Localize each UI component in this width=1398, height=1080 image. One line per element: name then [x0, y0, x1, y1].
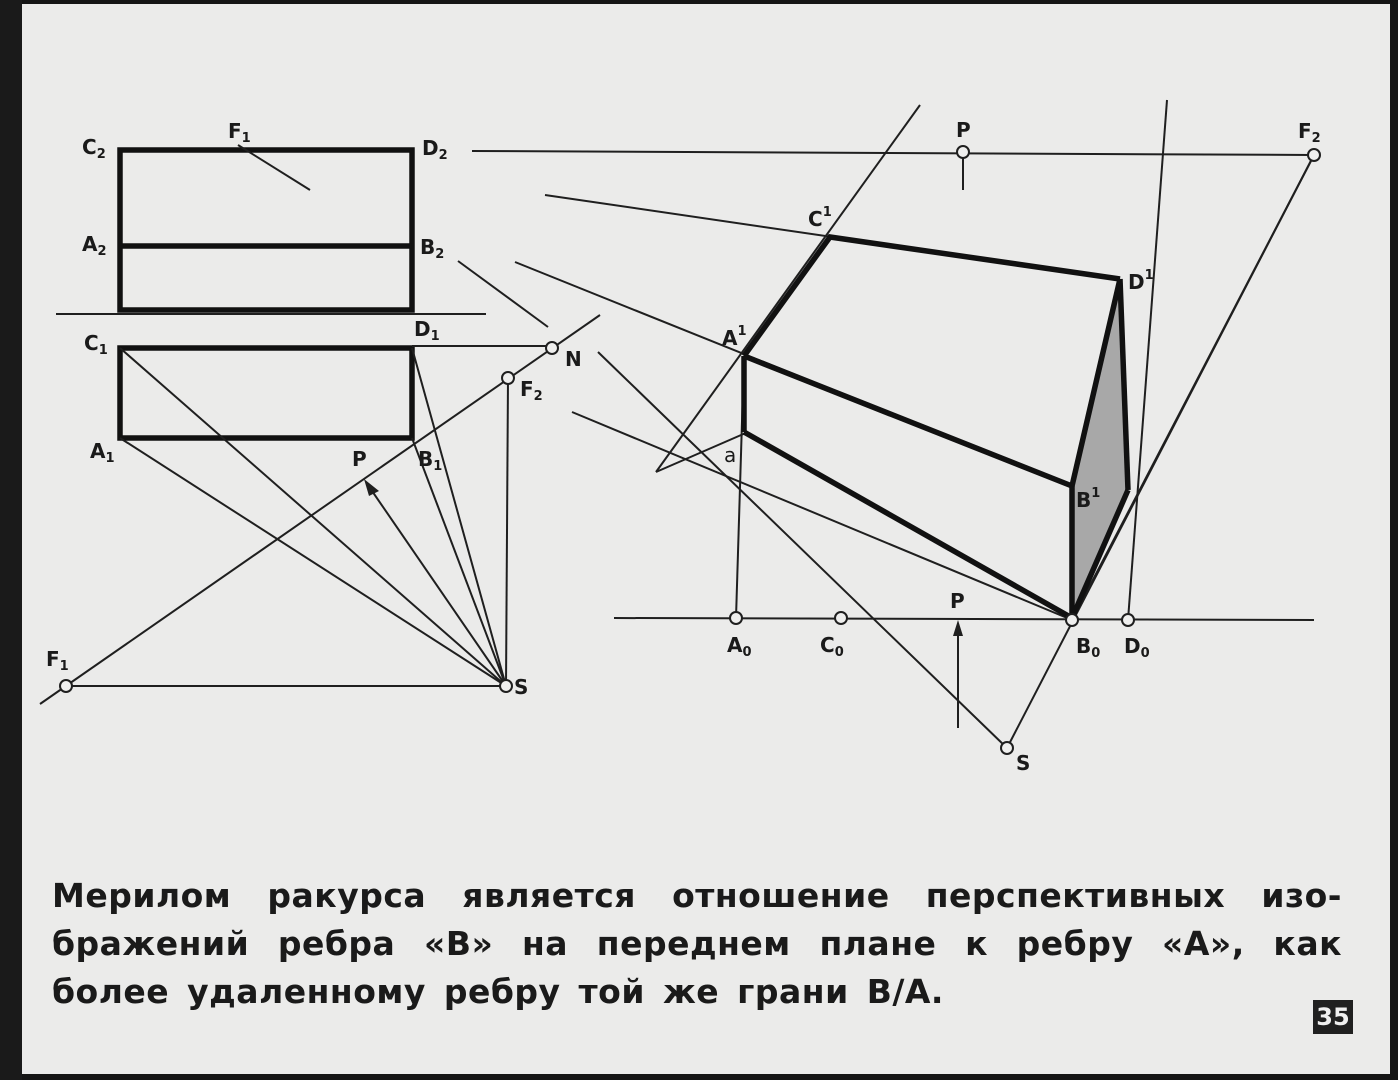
- label-F1-left: F1: [46, 647, 69, 674]
- label-P-right: P: [950, 589, 965, 613]
- point-N: [545, 341, 559, 355]
- base-line: [613, 617, 1315, 621]
- labels: C2 F1 D2 A2 B2 C1 D1 A1 B1 P N F2 F1 S P…: [46, 118, 1321, 775]
- label-D1: D1: [414, 317, 440, 344]
- label-S-right: S: [1016, 751, 1030, 775]
- label-D-prime: D1: [1128, 268, 1154, 294]
- point-F2-left: [501, 371, 515, 385]
- label-B2: B2: [420, 235, 444, 262]
- point-B0: [1065, 613, 1079, 627]
- label-B1: B1: [418, 447, 442, 474]
- point-A0: [729, 611, 743, 625]
- label-D0: D0: [1124, 634, 1150, 661]
- point-S-left: [499, 679, 513, 693]
- arrow-P-left: [364, 479, 507, 687]
- page-number: 35: [1313, 1000, 1353, 1034]
- label-B0: B0: [1076, 634, 1100, 661]
- front-view-rectangle: [117, 147, 415, 313]
- label-C0: C0: [820, 633, 844, 660]
- label-S-left: S: [514, 675, 528, 699]
- front-view: [117, 144, 415, 313]
- label-D2: D2: [422, 136, 448, 163]
- caption-text: Мерилом ракурса является отношение персп…: [52, 876, 1342, 1011]
- point-S-right: [1000, 741, 1014, 755]
- film-border: [0, 0, 22, 1080]
- construction-lines-right: [471, 99, 1315, 749]
- label-P-left: P: [352, 447, 367, 471]
- point-C0: [834, 611, 848, 625]
- point-D0: [1121, 613, 1135, 627]
- horizon-line: [471, 150, 1315, 156]
- construction-lines-left: [39, 260, 601, 705]
- label-A-prime: A1: [722, 324, 747, 350]
- plan-view-rectangle: [117, 345, 415, 441]
- point-P-top: [956, 145, 970, 159]
- plan-view: [117, 345, 415, 441]
- label-A2: A2: [82, 232, 107, 259]
- slide-background: [22, 4, 1390, 1074]
- label-F2-left: F2: [520, 377, 543, 404]
- label-F2-right: F2: [1298, 119, 1321, 146]
- label-F1-top: F1: [228, 119, 251, 146]
- label-N: N: [565, 347, 582, 371]
- label-B-prime: B1: [1076, 486, 1100, 512]
- label-C-prime: C1: [808, 205, 832, 231]
- point-F2-right: [1307, 148, 1321, 162]
- label-a: a: [724, 443, 736, 467]
- label-A1: A1: [90, 439, 115, 466]
- perspective-box: [741, 234, 1131, 621]
- label-P-top: P: [956, 118, 971, 142]
- point-F1-left: [59, 679, 73, 693]
- label-A0: A0: [727, 633, 752, 660]
- points: [59, 145, 1321, 755]
- shaded-face: [1072, 279, 1128, 618]
- line-F1-top: [237, 144, 311, 191]
- label-C2: C2: [82, 135, 106, 162]
- label-C1: C1: [84, 331, 108, 358]
- picture-plane-trace: [39, 314, 601, 705]
- arrow-P-right: [953, 620, 963, 728]
